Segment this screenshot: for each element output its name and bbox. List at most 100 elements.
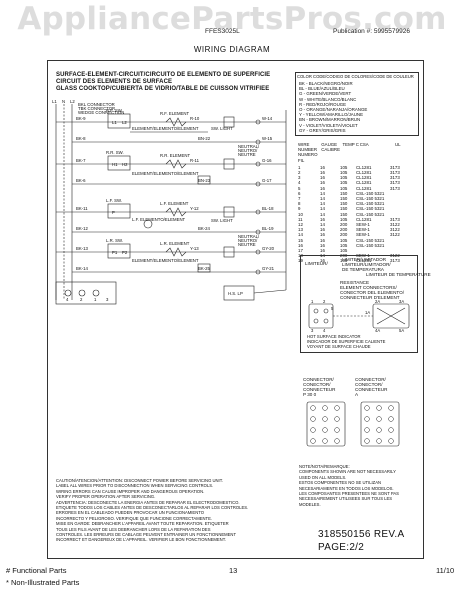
wire-table-cell: 150 <box>340 201 348 207</box>
wire-table-cell: CSL-150 5321 <box>356 196 385 202</box>
limiter-box <box>300 255 418 353</box>
wire-code-3: BK-7 <box>76 158 86 163</box>
limiter-terminal-5: 5 <box>331 306 334 311</box>
connector-pin <box>310 438 316 444</box>
page-indicator: PAGE:2/2 <box>318 542 365 553</box>
wire-table-cell: CSL-150 5321 <box>356 237 385 243</box>
connector-pin <box>334 416 340 422</box>
wire-table-cell: 14 <box>320 211 325 217</box>
limiter-header-5: LIMITEUR/ <box>305 261 328 266</box>
limiter-header-2: LIMITEUR/LIMITADOR/ <box>342 262 391 267</box>
wire-table-cell: CSL-150 5321 <box>356 211 385 217</box>
wire-table-cell: 105 <box>340 175 348 181</box>
caution-line: CAUTION/ATENCION/ATTENTION: DISCONNECT P… <box>56 478 223 483</box>
wire-table-cell: 5 <box>298 185 301 191</box>
caution-line: ERRORES EN EL CABLEADO PUEDEN PROVOCAR U… <box>56 510 204 516</box>
wire-code-19: GY-20 <box>262 246 275 251</box>
wire-table-cell: 105 <box>340 216 348 222</box>
lr-switch-label: L.R. SW. <box>106 238 123 243</box>
wire-code-1: BK-9 <box>76 116 86 121</box>
color-code-item: GY - GREY/GRIS/GRIS <box>299 127 346 133</box>
rr-element-sub: ELEMENT/ELEMENTO/ELEMENT <box>132 171 199 176</box>
terminal-p2: P2 <box>122 250 128 255</box>
connector-pin <box>310 405 316 411</box>
wire-code-7: BK-13 <box>76 246 89 251</box>
limiter-header-3: DE TEMPERATURA <box>342 267 384 272</box>
part-number: 318550156 REV.A <box>318 529 405 540</box>
lr-element-label: L.R. ELEMENT <box>160 241 190 246</box>
wire-code-15: G-16 <box>262 158 272 163</box>
note-line: LES COMPOSANTES PRESENTEES NE SONT PAS <box>299 491 399 497</box>
connector-right-label-2: CONECTOR/ <box>355 382 383 387</box>
components-note: NOTE/NOTA/REMARQUE: COMPONENTS SHOWN ARE… <box>299 464 421 507</box>
wire-code-18: BL-19 <box>262 226 274 231</box>
footer-date: 11/10 <box>436 566 455 575</box>
color-code-item: Y - YELLOW/AMARILLO/JAUNE <box>299 112 364 118</box>
limiter-drawing: 1 2 3 4 5 2A 3A 4A 5A 1A HOT SURFACE IND… <box>307 300 410 349</box>
caution-line: ADVERTENCIA: DESCONECTE LA ENERGIA ANTES… <box>56 499 240 505</box>
wire-table-cell: 105 <box>340 180 348 186</box>
wire-table-cell: 3122 <box>390 227 400 233</box>
hot-surface-label-3: VOYANT DE SURFACE CHAUDE <box>307 344 371 349</box>
connector-left-label-1: CONNECTOR/ <box>303 377 334 382</box>
terminal-p1: P1 <box>112 250 118 255</box>
connector-pin <box>322 427 328 433</box>
wire-table-cell: 16 <box>320 248 325 254</box>
wire-table-cell: CL1281 <box>356 170 372 176</box>
wire-code-6: BK-12 <box>76 226 89 231</box>
legend-wedge-connection: WEDGE CONNECTION <box>78 110 124 115</box>
limiter-label-2: ELEMENT CONNECTORS/ <box>340 285 397 290</box>
color-code-item: W - WHITE/BLANCO/BLANC <box>299 96 357 102</box>
wire-table-cell: 16 <box>320 227 325 233</box>
connector-pin <box>334 438 340 444</box>
rf-element-label: R.F. ELEMENT <box>160 111 190 116</box>
limiter-label-3: CONECTOR DEL ELEMENTO/ <box>340 290 404 295</box>
wire-table-cell: 3173 <box>390 185 400 191</box>
wire-table-cell: 14 <box>320 201 325 207</box>
wire-table-cell: SEW-1 <box>356 232 370 238</box>
wire-table-cell: 12 <box>298 222 303 228</box>
color-code-item: R - RED/ROJO/ROUGE <box>299 101 347 107</box>
hs-lamp-label: H.S. LP <box>228 291 243 296</box>
wire-table-cell: 105 <box>340 258 348 264</box>
schematic-drawing: L1 N L2 BKL CONNECTOR TBK CONNECTOR WEDG… <box>52 100 287 305</box>
wire-code-23: BK-24 <box>198 226 211 231</box>
wire-table-cell: 16 <box>320 185 325 191</box>
terminal-2: 2 <box>80 297 83 302</box>
neutral-label-1: NEUTRAL/ <box>238 144 260 149</box>
diagram-title: WIRING DIAGRAM <box>193 45 271 54</box>
wire-code-2: BK-8 <box>76 136 86 141</box>
limiter-terminal-2: 2 <box>323 300 326 304</box>
connector-left-label-4: P 30 0 <box>303 392 317 397</box>
neutral-label-4: NEUTRAL/ <box>238 234 260 239</box>
limiter-terminal-4: 4 <box>323 328 326 333</box>
terminal-h2: H2 <box>122 162 128 167</box>
wire-table-cell: 16 <box>320 232 325 238</box>
note-line: USED ON ALL MODELS. <box>299 474 347 480</box>
note-line: NECESSAIREMENT UTILISEES SUR TOUS LES <box>299 496 393 502</box>
wire-table-cell: CL1281 <box>356 185 372 191</box>
limiter-label-1: RESISTANCE <box>340 280 370 285</box>
limiter-terminal-1: 1 <box>311 300 314 304</box>
wire-table-cell: 3173 <box>390 175 400 181</box>
wire-table-cell: CSL-150 5321 <box>356 242 385 248</box>
neutral-label-5: NEUTRO/ <box>238 238 258 243</box>
header-ul: UL <box>394 142 401 147</box>
wire-code-8: BK-14 <box>76 266 89 271</box>
limiter-header-4: LIMITEUR DE TEMPERATURE <box>366 272 431 277</box>
connector-pin <box>334 405 340 411</box>
neutral-label-2: NEUTRO/ <box>238 148 258 153</box>
sw-light-label-2: SW. LIGHT <box>211 218 233 223</box>
wire-table-cell: CL1281 <box>356 216 372 222</box>
connector-pin <box>322 416 328 422</box>
color-code-item: O - ORANGE/NARANJA/ORANGE <box>299 107 368 113</box>
circuit-title-3: GLASS COOKTOP/CUBIERTA DE VIDRIO/TABLE D… <box>56 86 270 92</box>
publication-number: Publication #: 5995579926 <box>333 28 410 35</box>
color-code-title: COLOR CODE/CODIGO DE COLORES/CODE DE COU… <box>297 74 414 79</box>
wire-table-cell: SEW-1 <box>356 227 370 233</box>
